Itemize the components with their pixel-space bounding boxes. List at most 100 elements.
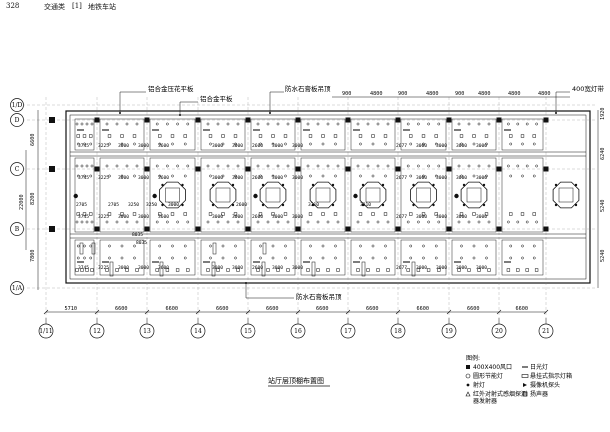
- bay-dimension-label: 3000: [436, 143, 447, 149]
- round-lamp: [321, 174, 325, 178]
- callout-leader-line: [245, 283, 294, 299]
- downlight-dot: [432, 203, 435, 207]
- short-dimension-label: 8035: [136, 240, 147, 246]
- legend-label: 射灯: [473, 381, 485, 389]
- round-lamp: [108, 142, 111, 146]
- round-lamp: [90, 220, 94, 224]
- round-lamp: [535, 164, 538, 168]
- col-axis-bubble: [89, 323, 105, 339]
- air-vent-square: [371, 212, 375, 216]
- bay-dimension-label: 3000: [476, 175, 487, 181]
- air-vent-square: [206, 268, 210, 272]
- round-lamp: [521, 244, 524, 248]
- round-lamp: [85, 122, 89, 126]
- round-lamp: [259, 256, 262, 260]
- light-box: [261, 261, 266, 277]
- structural-column: [496, 166, 502, 172]
- air-vent-square: [306, 268, 310, 272]
- octagon-ceiling-feature: [309, 181, 337, 209]
- round-lamp: [406, 122, 410, 126]
- bay-dimension-label: 3225: [98, 143, 109, 149]
- section-name: 交通类: [44, 3, 65, 11]
- round-lamp: [186, 164, 190, 168]
- legend-label: 悬挂式指示灯箱: [530, 372, 572, 380]
- round-lamp: [75, 220, 79, 224]
- air-vent-square: [155, 268, 159, 272]
- round-lamp: [422, 142, 425, 146]
- round-lamp: [477, 122, 481, 126]
- round-lamp: [115, 164, 119, 168]
- round-lamp: [166, 220, 169, 224]
- ceiling-bay: [350, 157, 396, 233]
- round-lamp: [115, 220, 119, 224]
- round-lamp: [135, 122, 139, 126]
- downlight-dot: [281, 203, 285, 207]
- downlight-dot: [462, 183, 466, 187]
- left-dimension-label: 6600: [30, 134, 36, 147]
- bay-dimension-label: 3745: [78, 265, 89, 271]
- bottom-dimension-label: 6600: [417, 306, 430, 312]
- round-lamp: [487, 220, 491, 224]
- light-box: [262, 242, 267, 255]
- structural-column: [94, 117, 100, 123]
- right-dimension-label: 6240: [600, 148, 606, 161]
- round-lamp: [371, 174, 375, 178]
- air-vent-square: [208, 212, 213, 216]
- col-axis-label: 16: [294, 328, 302, 335]
- bay-dimension-label: 3745: [78, 214, 89, 220]
- air-vent-square: [256, 268, 260, 272]
- bottom-dimension-tick: [446, 309, 452, 315]
- round-lamp: [509, 142, 513, 146]
- round-lamp: [259, 244, 262, 248]
- round-lamp: [209, 142, 212, 146]
- bay-dimension-label: 3000: [118, 265, 129, 271]
- downlight-dot: [574, 203, 578, 207]
- air-vent-square: [434, 134, 438, 138]
- air-vent-square: [120, 212, 124, 216]
- col-axis-label: 21: [542, 328, 550, 335]
- round-lamp: [532, 256, 536, 260]
- round-lamp: [485, 142, 488, 146]
- bay-dimension-label: 3000: [476, 143, 487, 149]
- round-lamp: [216, 122, 220, 126]
- air-vent-square: [90, 268, 94, 272]
- round-lamp: [521, 142, 524, 146]
- round-lamp: [176, 122, 179, 126]
- round-lamp: [226, 164, 230, 168]
- bracket-index: [1]: [72, 2, 82, 10]
- round-lamp: [434, 244, 438, 248]
- air-vent-square: [426, 268, 431, 272]
- air-vent-square: [236, 268, 240, 272]
- ceiling-bay: [501, 239, 544, 276]
- air-vent-square: [258, 134, 263, 138]
- air-vent-square: [132, 134, 137, 138]
- plan-inner-wall: [69, 114, 587, 280]
- octagon-inner-square: [165, 187, 180, 203]
- callout-aluminum-panel: 铝合金压花平板: [148, 84, 194, 93]
- ceiling-bay: [74, 118, 95, 151]
- bottom-dimension-label: 6600: [216, 306, 229, 312]
- callout-leader-line: [119, 91, 146, 113]
- air-vent-square: [336, 268, 340, 272]
- callout-layer: 铝合金压花平板 铝合金平板 防水石膏板吊顶 防水石膏板吊顶 400宽灯带: [119, 84, 604, 301]
- bottom-dimension-tick: [144, 309, 150, 315]
- round-lamp: [83, 244, 86, 248]
- bay-dimension-label: 2677: [396, 143, 407, 149]
- page-number: 328: [6, 2, 20, 10]
- ceiling-bay: [250, 118, 296, 151]
- round-lamp: [76, 142, 80, 146]
- mid-dimension-label: 2705: [76, 202, 87, 208]
- round-lamp: [108, 256, 111, 260]
- structural-column: [543, 226, 549, 232]
- round-lamp: [183, 244, 187, 248]
- air-vent-square: [525, 268, 529, 272]
- light-box: [91, 242, 96, 255]
- octagon-inner-square: [466, 187, 482, 203]
- air-vent-square: [286, 268, 290, 272]
- structural-column: [195, 117, 201, 123]
- round-lamp: [171, 244, 174, 248]
- round-lamp: [183, 256, 187, 260]
- air-vent-square: [132, 212, 137, 216]
- left-dimension-label: 7800: [30, 250, 36, 263]
- round-lamp: [286, 164, 290, 168]
